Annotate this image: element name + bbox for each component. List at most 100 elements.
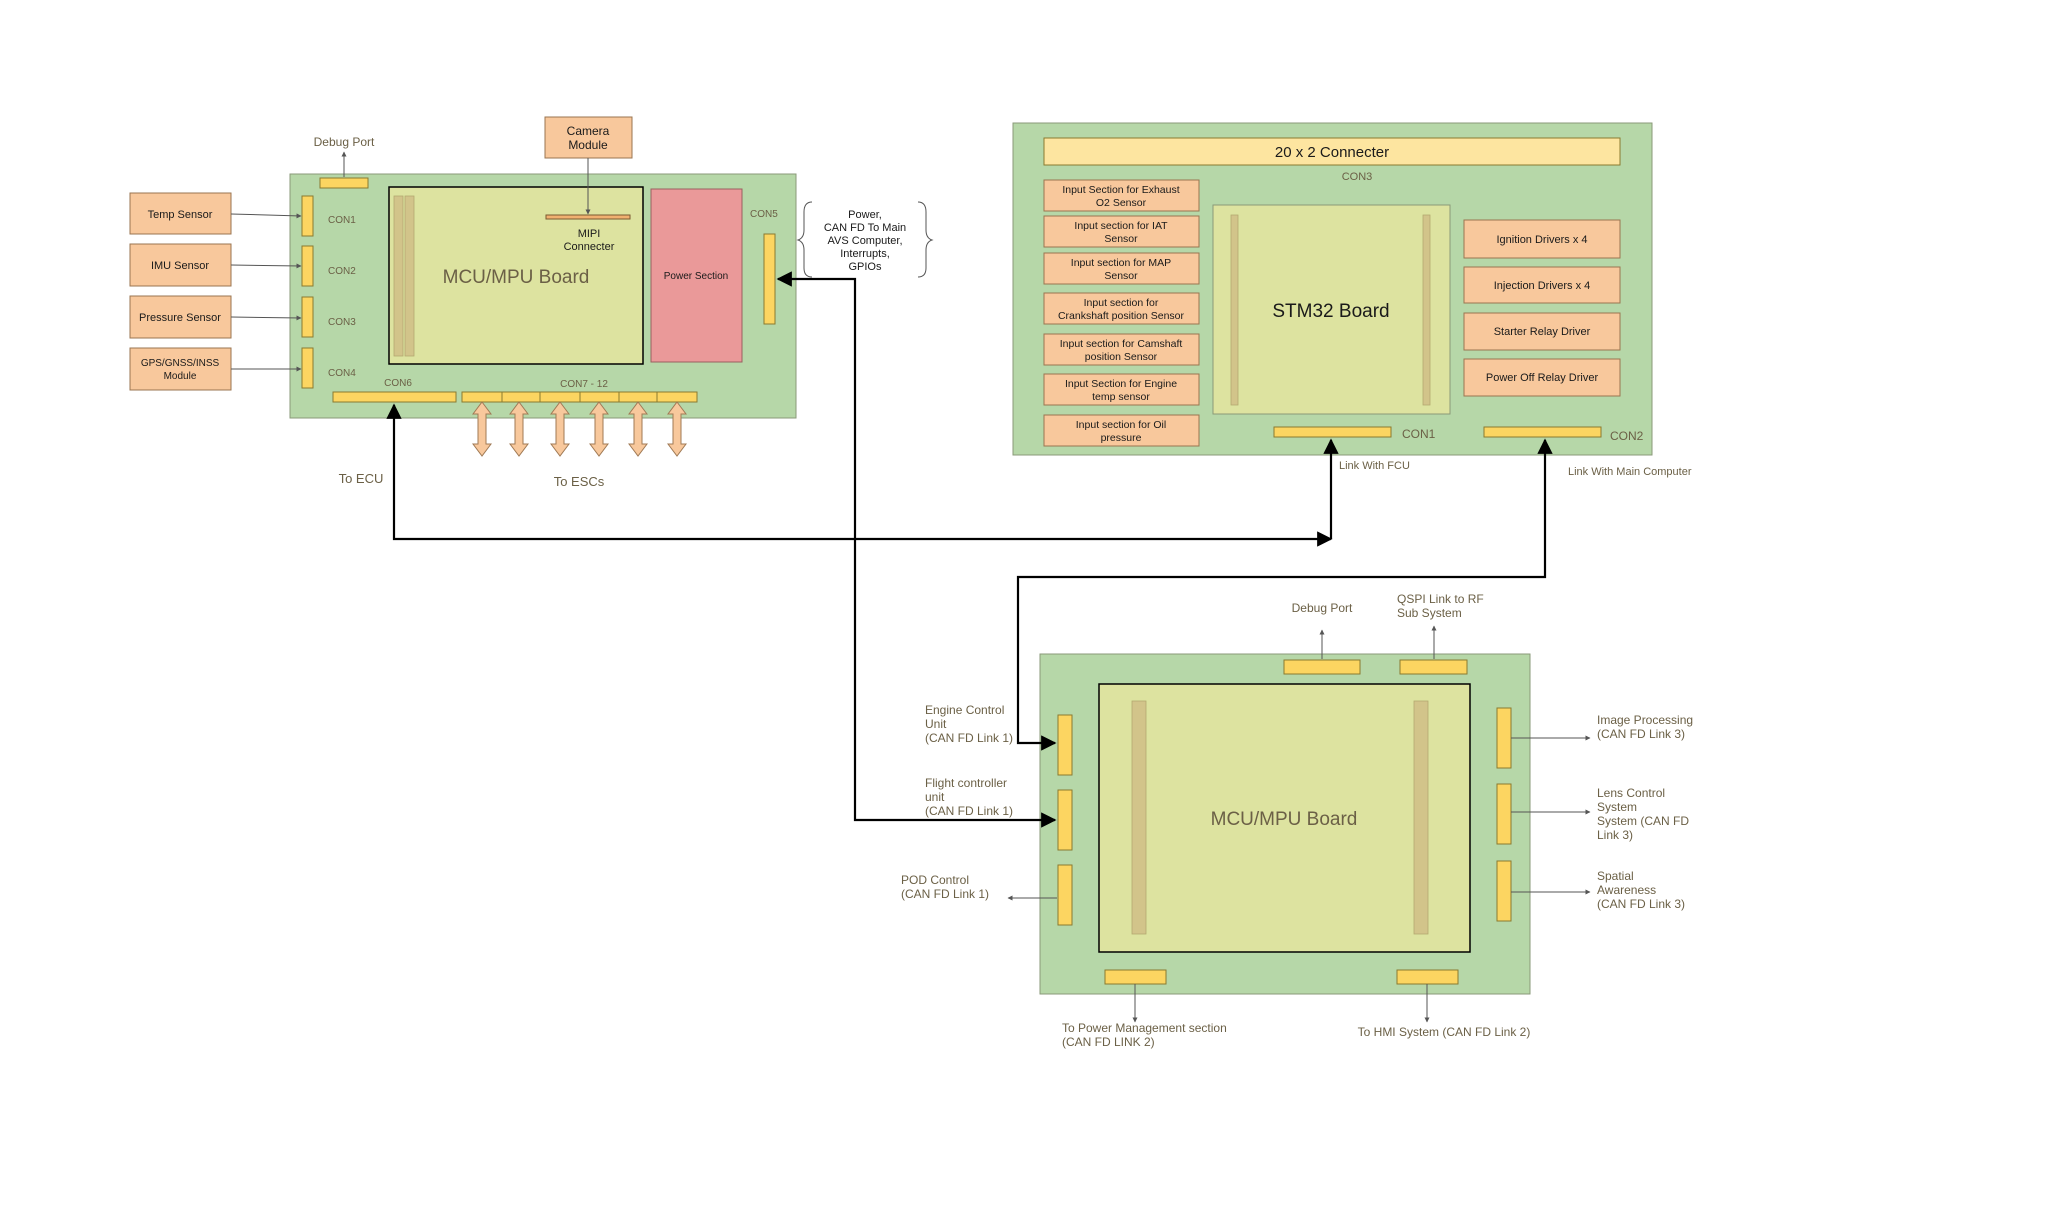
power-off-relay-driver <box>1463 358 1621 397</box>
esc-arrow <box>628 401 648 457</box>
main-left-connector-fcu <box>1057 789 1073 851</box>
input-camshaft <box>1043 333 1200 366</box>
main-mcu-strip <box>1413 700 1429 935</box>
pod-link-label: (CAN FD Link 1) <box>901 887 989 901</box>
driver-label: Starter Relay Driver <box>1494 326 1591 338</box>
fc-con2-label: CON2 <box>328 266 356 277</box>
temp-sensor <box>129 192 232 235</box>
ecu-link-label: Unit <box>925 717 947 731</box>
fcu-link-label: Flight controller <box>925 776 1007 790</box>
con5-description: AVS Computer, <box>828 235 903 247</box>
flight-controller-board: MCU/MPU Board MIPI Connecter Power Secti… <box>289 116 797 419</box>
main-left-connector-pod <box>1057 864 1073 926</box>
qspi-label: Sub System <box>1397 606 1462 620</box>
to-escs-label: To ESCs <box>554 474 605 489</box>
esc-arrow <box>509 401 529 457</box>
con5-brace <box>796 201 813 278</box>
input-engine-temp <box>1043 373 1200 406</box>
input-label: Input section for <box>1084 297 1159 309</box>
main-qspi-connector <box>1399 659 1468 675</box>
driver-label: Power Off Relay Driver <box>1486 372 1599 384</box>
input-label: temp sensor <box>1092 391 1150 403</box>
main-bottom-connector-hmi <box>1396 969 1459 985</box>
input-label: Input Section for Exhaust <box>1062 184 1179 196</box>
injection-drivers <box>1463 266 1621 304</box>
fc-mcu-strip <box>404 195 415 357</box>
input-label: Sensor <box>1104 233 1138 245</box>
stm32-title: STM32 Board <box>1272 301 1389 322</box>
ecu-link-label: Engine Control <box>925 703 1004 717</box>
fc-con4-label: CON4 <box>328 368 356 379</box>
ecu-drivers: Ignition Drivers x 4 Injection Drivers x… <box>1463 219 1621 397</box>
link-fcu-label: Link With FCU <box>1339 460 1410 472</box>
qspi-label: QSPI Link to RF <box>1397 592 1484 606</box>
esc-arrow <box>667 401 687 457</box>
main-right-connector-spatial <box>1496 860 1512 922</box>
ecu-board: 20 x 2 Connecter CON3 Input Section for … <box>1012 122 1653 456</box>
spatial-awareness-label: (CAN FD Link 3) <box>1597 897 1685 911</box>
input-label: Sensor <box>1104 270 1138 282</box>
ecu-con1-connector <box>1273 426 1392 438</box>
input-label: position Sensor <box>1085 351 1158 363</box>
ecu-con2-connector <box>1483 426 1602 438</box>
hmi-label: To HMI System (CAN FD Link 2) <box>1358 1025 1531 1039</box>
ecu-con3-label: CON3 <box>1342 171 1373 183</box>
spatial-awareness-label: Spatial <box>1597 869 1634 883</box>
ecu-link-label: (CAN FD Link 1) <box>925 731 1013 745</box>
esc-arrow <box>589 401 609 457</box>
con5-description: GPIOs <box>848 261 882 273</box>
link-main-label: Link With Main Computer <box>1568 466 1692 478</box>
gps-module-label: GPS/GNSS/INSS <box>141 358 220 369</box>
input-label: Input Section for Engine <box>1065 378 1177 390</box>
ecu-header-connector <box>1043 137 1621 166</box>
camera-label: Camera <box>567 124 610 138</box>
temp-sensor-label: Temp Sensor <box>148 209 213 221</box>
mipi-label: Connecter <box>564 241 615 253</box>
main-mcu-strip <box>1131 700 1147 935</box>
con5-description: Power, <box>848 209 882 221</box>
fc-mcu-strip <box>393 195 404 357</box>
mipi-label: MIPI <box>578 228 601 240</box>
lens-control-label: Lens Control <box>1597 786 1665 800</box>
fc-debug-connector <box>319 177 369 189</box>
input-label: Crankshaft position Sensor <box>1058 310 1185 322</box>
power-management-label: (CAN FD LINK 2) <box>1062 1035 1155 1049</box>
gps-module <box>129 347 232 391</box>
camera-label: Module <box>568 138 608 152</box>
fc-con7-12-connectors <box>461 391 698 403</box>
fc-con5-connector <box>763 233 776 325</box>
pressure-sensor-label: Pressure Sensor <box>139 312 221 324</box>
spatial-awareness-label: Awareness <box>1597 883 1656 897</box>
power-section <box>650 188 743 363</box>
camera-module <box>544 116 633 159</box>
ecu-header-label: 20 x 2 Connecter <box>1275 144 1389 161</box>
input-crankshaft <box>1043 292 1200 325</box>
imu-sensor-label: IMU Sensor <box>151 260 209 272</box>
lens-control-label: Link 3) <box>1597 828 1633 842</box>
image-processing-label: (CAN FD Link 3) <box>1597 727 1685 741</box>
fc-con1-connector <box>301 195 314 237</box>
con5-brace <box>917 201 934 278</box>
interconnect-lines <box>386 271 1553 828</box>
con5-description: CAN FD To Main <box>824 222 906 234</box>
driver-label: Ignition Drivers x 4 <box>1496 234 1587 246</box>
stm32-strip <box>1230 214 1239 406</box>
lens-control-label: System (CAN FD <box>1597 814 1689 828</box>
fc-con7-12-label: CON7 - 12 <box>560 379 608 390</box>
fc-con1-label: CON1 <box>328 215 356 226</box>
input-label: Input section for Oil <box>1076 419 1166 431</box>
stm32-board <box>1212 204 1451 415</box>
main-left-connector-ecu <box>1057 714 1073 776</box>
fcu-link-label: (CAN FD Link 1) <box>925 804 1013 818</box>
fc-con6-label: CON6 <box>384 378 412 389</box>
input-label: O2 Sensor <box>1096 197 1147 209</box>
esc-arrow <box>550 401 570 457</box>
input-exhaust-o2 <box>1043 179 1200 212</box>
fc-mcu-title: MCU/MPU Board <box>443 267 590 288</box>
fc-con6-connector <box>332 391 457 403</box>
main-right-connector-lens <box>1496 783 1512 845</box>
power-management-label: To Power Management section <box>1062 1021 1227 1035</box>
fc-con3-label: CON3 <box>328 317 356 328</box>
ecu-con2-label: CON2 <box>1610 429 1644 443</box>
